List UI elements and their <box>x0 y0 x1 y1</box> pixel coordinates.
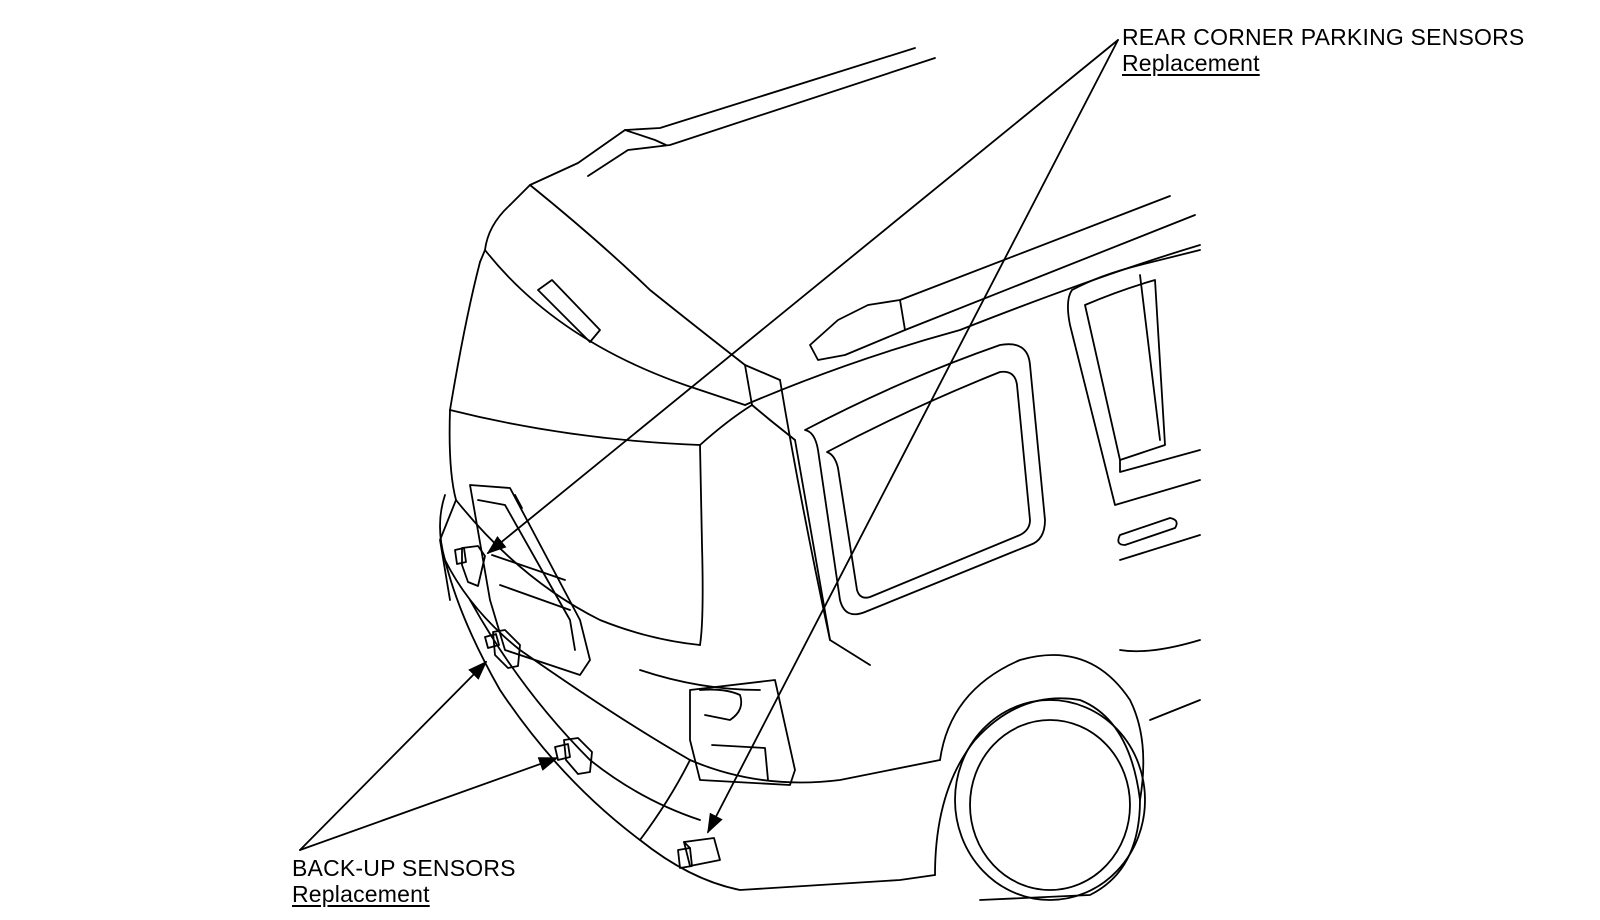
side-body <box>639 244 1201 691</box>
roof-body <box>449 184 781 446</box>
left-roof-rail <box>509 47 936 206</box>
backup-sensor-right <box>554 737 593 775</box>
rear-corner-sensor-left <box>454 545 486 587</box>
rear-corner-sensor-right <box>677 837 721 869</box>
rear-corner-replacement-link[interactable]: Replacement <box>1122 50 1260 76</box>
backup-callout: BACK-UP SENSORS Replacement <box>292 855 516 907</box>
backup-title: BACK-UP SENSORS <box>292 855 516 881</box>
tailgate <box>439 409 704 676</box>
rear-corner-leaders <box>486 39 1119 834</box>
rear-corner-callout: REAR CORNER PARKING SENSORS Replacement <box>1122 24 1524 76</box>
backup-leaders <box>299 660 559 851</box>
rear-wheel <box>934 654 1201 901</box>
tail-light <box>689 679 796 786</box>
rear-corner-title: REAR CORNER PARKING SENSORS <box>1122 24 1525 50</box>
backup-sensor-left <box>484 629 521 669</box>
right-roof-rail <box>809 195 1196 361</box>
backup-replacement-link[interactable]: Replacement <box>292 881 430 907</box>
